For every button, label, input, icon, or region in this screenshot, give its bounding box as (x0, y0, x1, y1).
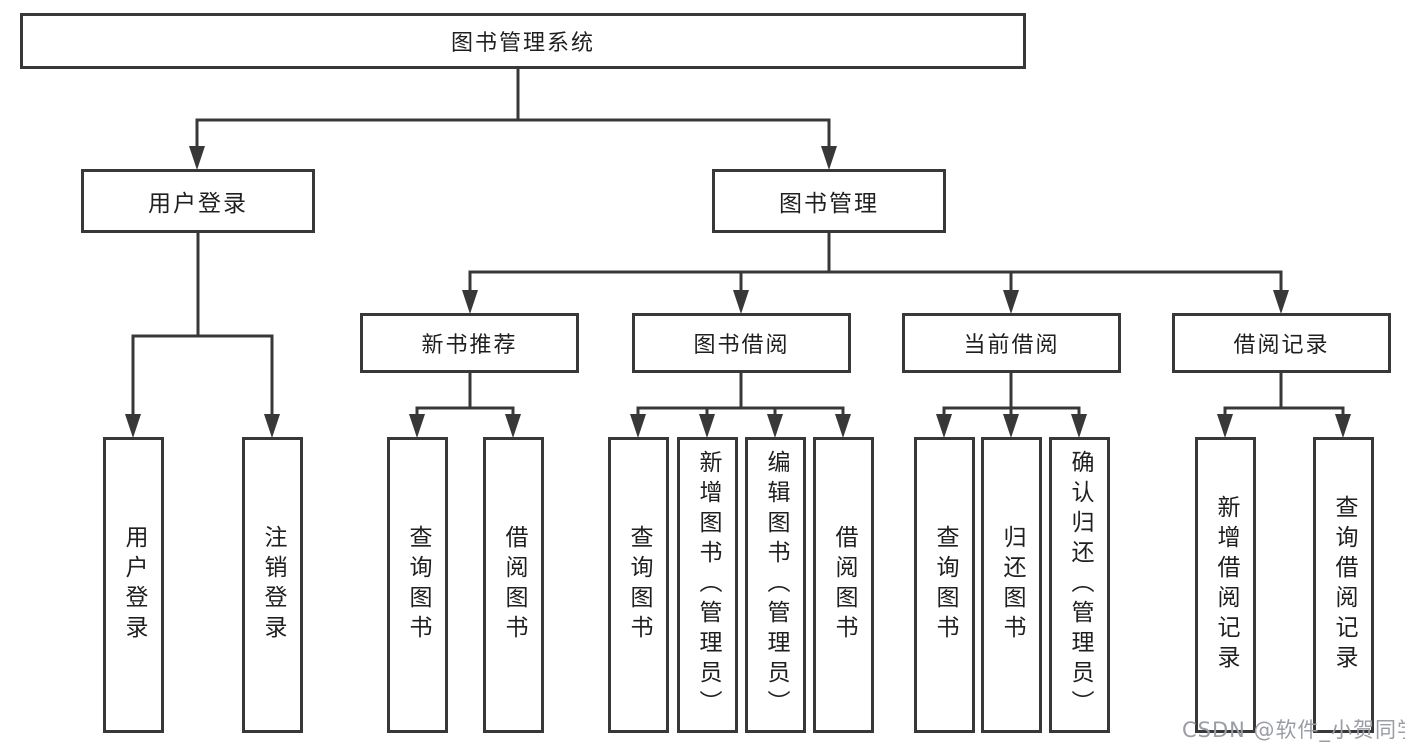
node-borrowing-records: 借阅记录 (1172, 313, 1391, 373)
node-label: 借阅图书 (831, 525, 857, 645)
node-user-login: 用户登录 (81, 169, 315, 233)
node-current-borrowing: 当前借阅 (902, 313, 1121, 373)
leaf-query-books-current: 查询图书 (914, 437, 975, 733)
leaf-add-borrow-record: 新增借阅记录 (1195, 437, 1256, 733)
node-library-management-system: 图书管理系统 (20, 13, 1026, 69)
node-label: 新增借阅记录 (1213, 495, 1239, 675)
node-label: 注销登录 (260, 525, 286, 645)
leaf-user-login: 用户登录 (103, 437, 164, 733)
leaf-borrow-books-recommend: 借阅图书 (483, 437, 544, 733)
node-label: 编辑图书（管理员） (763, 450, 789, 720)
leaf-query-books-recommend: 查询图书 (387, 437, 448, 733)
leaf-borrow-books-borrowing: 借阅图书 (813, 437, 874, 733)
node-label: 借阅图书 (501, 525, 527, 645)
node-label: 新增图书（管理员） (695, 450, 721, 720)
node-label: 用户登录 (121, 525, 147, 645)
leaf-add-book-admin: 新增图书（管理员） (677, 437, 738, 733)
leaf-logout-login: 注销登录 (242, 437, 303, 733)
node-label: 确认归还（管理员） (1067, 450, 1093, 720)
node-label: 查询图书 (405, 525, 431, 645)
leaf-query-borrow-record: 查询借阅记录 (1313, 437, 1374, 733)
node-label: 查询图书 (932, 525, 958, 645)
node-label: 查询图书 (626, 525, 652, 645)
node-label: 归还图书 (999, 525, 1025, 645)
leaf-query-books-borrowing: 查询图书 (608, 437, 669, 733)
csdn-watermark: CSDN @软件_小贺同学 (1182, 718, 1405, 742)
node-book-management: 图书管理 (712, 169, 946, 233)
node-label: 查询借阅记录 (1331, 495, 1357, 675)
leaf-return-books: 归还图书 (981, 437, 1042, 733)
node-book-borrowing: 图书借阅 (632, 313, 851, 373)
leaf-confirm-return-admin: 确认归还（管理员） (1049, 437, 1110, 733)
leaf-edit-book-admin: 编辑图书（管理员） (745, 437, 806, 733)
arrowheads (125, 146, 1351, 438)
node-new-book-recommend: 新书推荐 (360, 313, 579, 373)
